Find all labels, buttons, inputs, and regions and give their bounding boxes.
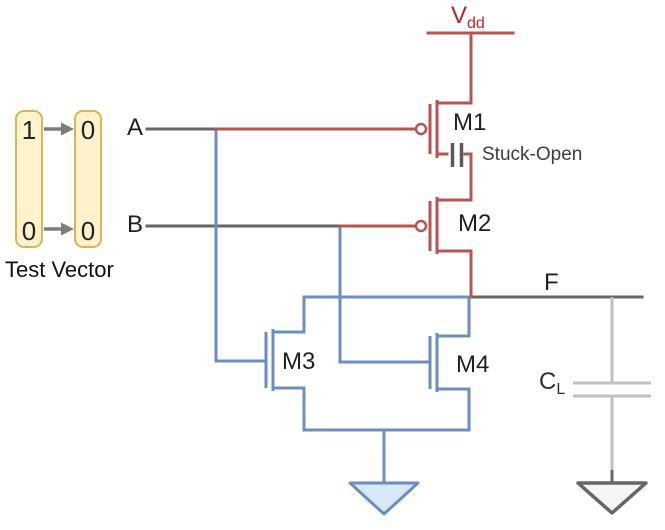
m4-label: M4: [456, 351, 490, 378]
m1-label: M1: [453, 109, 487, 136]
vector2-b-value: 0: [80, 216, 96, 246]
transition-arrow-icon: [44, 222, 74, 236]
transition-arrow-icon: [44, 122, 74, 136]
output-f-label: F: [544, 269, 559, 296]
test-vector-column-2: [74, 110, 102, 248]
m3-label: M3: [282, 348, 316, 375]
transistor-m3-nmos: [264, 329, 306, 391]
vector1-b-value: 0: [21, 216, 37, 246]
transistor-m2-pmos: [414, 197, 473, 254]
vector2-a-value: 0: [80, 115, 96, 145]
transistor-m4-nmos: [428, 333, 471, 392]
ground-symbol-gray: [576, 481, 648, 515]
input-a-label: A: [127, 114, 144, 141]
load-capacitor: [573, 297, 651, 515]
m2-gate-bubble: [414, 219, 428, 233]
stuck-open-label: Stuck-Open: [482, 144, 583, 165]
test-vector-caption: Test Vector: [5, 257, 114, 282]
input-b-label: B: [127, 211, 144, 238]
transistor-m1-pmos: [414, 100, 473, 158]
ground-symbol-blue: [348, 481, 420, 516]
test-vector-column-1: [15, 110, 43, 248]
stuck-open-break: [450, 143, 464, 167]
vector1-a-value: 1: [21, 115, 37, 145]
cl-label: CL: [539, 368, 566, 398]
m1-gate-bubble: [414, 122, 428, 136]
vdd-label: Vdd: [451, 2, 485, 32]
m2-label: M2: [458, 210, 492, 237]
